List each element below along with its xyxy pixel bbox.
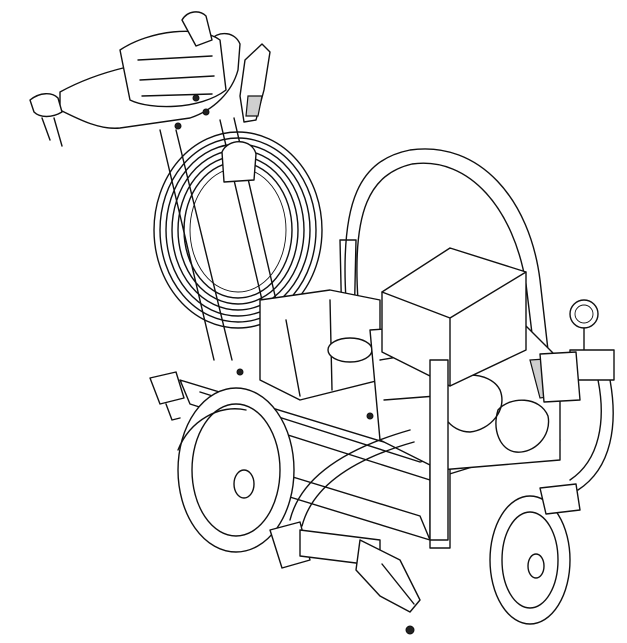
gun-arm — [269, 429, 421, 635]
handlebar-assembly — [29, 11, 241, 147]
spray-gun — [239, 43, 271, 123]
hopper — [259, 289, 381, 401]
hose-coil — [153, 131, 323, 329]
side-clamp — [149, 371, 185, 421]
supply-hose — [339, 148, 614, 491]
control-box — [381, 247, 527, 541]
front-caster-wheel — [489, 483, 581, 625]
rear-wheel-left — [177, 387, 295, 553]
pressure-gauge — [539, 299, 615, 403]
